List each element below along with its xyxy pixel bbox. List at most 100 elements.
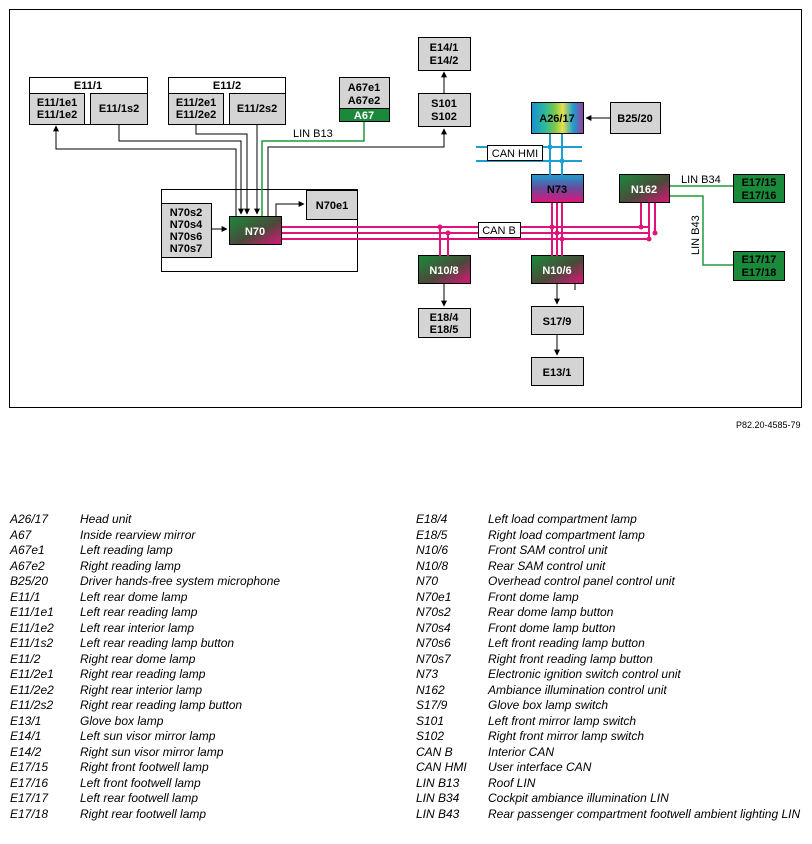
legend-description: Left rear dome lamp	[80, 589, 188, 604]
can-b-bus	[282, 203, 656, 256]
legend-description: Right front reading lamp button	[488, 651, 653, 666]
document-reference: P82.20-4585-79	[736, 420, 801, 430]
legend-code: N10/6	[416, 543, 449, 557]
legend-code: LIN B13	[416, 775, 460, 790]
legend-code: E11/2e2	[10, 682, 54, 697]
legend-description: User interface CAN	[488, 760, 592, 774]
lin-b34-label: LIN B34	[681, 174, 721, 186]
n70s2-label: N70s2	[170, 207, 202, 219]
wiring-diagram: E11/1 E11/1e1 E11/1e2 E11/1s2 E11/2 E11/…	[9, 9, 802, 408]
legend-code: N70	[416, 574, 439, 588]
n70s4-label: N70s4	[170, 219, 203, 231]
s102-label: S102	[431, 111, 457, 123]
legend-description: Right rear reading lamp	[80, 667, 206, 681]
n162-box: N162	[619, 174, 670, 203]
e11-2e2-label: E11/2e2	[176, 109, 216, 121]
n10-6-box: N10/6	[531, 255, 584, 284]
legend-row: N70s7 Right front reading lamp button	[416, 652, 806, 668]
e17-16-label: E17/16	[742, 190, 777, 202]
n70-box: N70	[229, 216, 282, 245]
legend-code: A67e1	[10, 543, 45, 557]
legend-code: E11/2s2	[10, 698, 54, 712]
legend-description: Left rear interior lamp	[80, 620, 195, 635]
legend-code: E18/4	[416, 512, 448, 526]
n73-label: N73	[547, 184, 567, 196]
legend-description: Right rear dome lamp	[80, 651, 196, 666]
e11-2-label: E11/2	[213, 80, 241, 92]
legend-row: E14/1 Left sun visor mirror lamp	[10, 729, 390, 745]
legend-code: S101	[416, 713, 445, 728]
a67e2-label: A67e2	[348, 95, 380, 107]
n73-box: N73	[531, 174, 584, 203]
legend-code: E18/5	[416, 527, 448, 542]
legend-code: N70s6	[416, 636, 451, 650]
s17-9-label: S17/9	[543, 316, 572, 328]
legend-description: Left reading lamp	[80, 543, 173, 557]
legend-row: N10/6 Front SAM control unit	[416, 543, 806, 559]
legend-code: E11/1s2	[10, 636, 54, 650]
legend-code: A67e2	[10, 558, 45, 573]
legend-description: Right rear reading lamp button	[80, 698, 243, 712]
b25-20-box: B25/20	[610, 102, 661, 134]
legend-code: E11/2	[10, 651, 41, 666]
legend-code: S17/9	[416, 698, 448, 712]
legend-description: Front SAM control unit	[488, 543, 608, 557]
legend-description: Overhead control panel control unit	[488, 574, 675, 588]
legend-code: LIN B43	[416, 806, 460, 821]
can-b-label-box: CAN B	[478, 222, 521, 238]
e14-1-label: E14/1	[430, 42, 459, 54]
legend-description: Head unit	[80, 512, 132, 526]
legend-code: E14/1	[10, 729, 42, 743]
legend-row: A67e2 Right reading lamp	[10, 559, 390, 575]
legend-row: S101 Left front mirror lamp switch	[416, 714, 806, 730]
e13-1-box: E13/1	[531, 357, 584, 386]
legend-description: Right front footwell lamp	[80, 760, 209, 774]
e11-2e1-label: E11/2e1	[176, 97, 216, 109]
s101-box: S101 S102	[418, 93, 471, 127]
legend-description: Left front reading lamp button	[488, 636, 645, 650]
can-hmi-label: CAN HMI	[492, 148, 538, 160]
can-b-junctions	[437, 224, 658, 242]
e14-box: E14/1 E14/2	[418, 37, 471, 71]
legend-code: N70s7	[416, 651, 451, 666]
e11-1e1-label: E11/1e1	[37, 97, 77, 109]
e18-box: E18/4 E18/5	[418, 308, 471, 338]
legend-description: Left front mirror lamp switch	[488, 713, 637, 728]
legend-description: Left sun visor mirror lamp	[80, 729, 216, 743]
e11-1e2-label: E11/1e2	[37, 109, 77, 121]
legend-description: Front dome lamp button	[488, 620, 616, 635]
legend-row: N10/8 Rear SAM control unit	[416, 559, 806, 575]
legend-code: E17/18	[10, 806, 49, 821]
legend-description: Inside rearview mirror	[80, 527, 196, 542]
legend-code: N10/8	[416, 558, 449, 573]
can-hmi-junctions	[547, 144, 565, 164]
legend-code: E11/1e1	[10, 605, 54, 619]
e11-2s2-label: E11/2s2	[237, 103, 277, 115]
e17-15-box: E17/15 E17/16	[733, 174, 785, 203]
legend-row: N70s6 Left front reading lamp button	[416, 636, 806, 652]
legend-description: Ambiance illumination control unit	[488, 682, 667, 697]
legend-description: Right front mirror lamp switch	[488, 729, 645, 743]
legend-description: Interior CAN	[488, 744, 555, 759]
a67-label: A67	[354, 110, 374, 122]
n70s-box: N70s2 N70s4 N70s6 N70s7	[161, 203, 212, 258]
e11-2-group: E11/2 E11/2e1 E11/2e2 E11/2s2	[168, 77, 286, 125]
legend-code: N70s2	[416, 605, 451, 619]
legend-description: Right reading lamp	[80, 558, 181, 573]
e18-5-label: E18/5	[430, 324, 459, 336]
can-b-label: CAN B	[482, 225, 516, 237]
legend-description: Rear SAM control unit	[488, 558, 606, 573]
